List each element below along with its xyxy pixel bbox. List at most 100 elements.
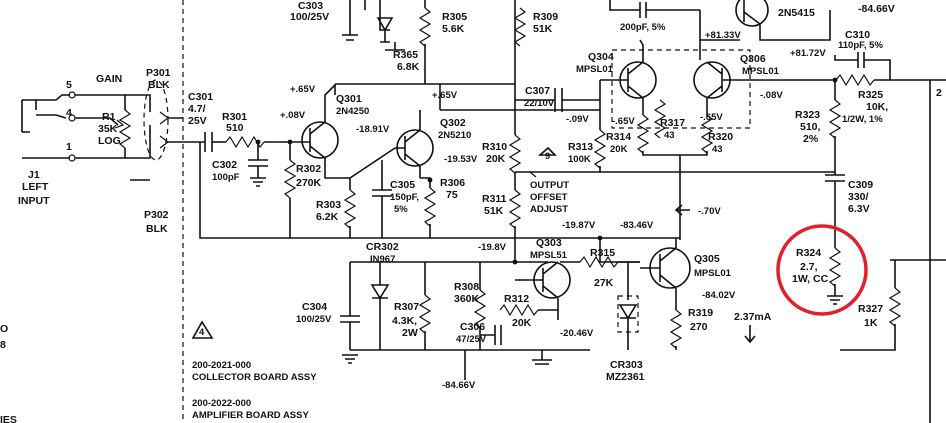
label-r308: R308: [454, 281, 479, 293]
label-r306: R306: [440, 177, 465, 189]
label-r312-val: 20K: [512, 317, 532, 329]
label-input: INPUT: [18, 195, 50, 207]
label-c304: C304: [302, 301, 327, 313]
label-c307: C307: [525, 85, 550, 97]
transistor-q302: [349, 110, 434, 179]
label-r315: R315: [590, 247, 615, 259]
capacitor-c310: [834, 52, 891, 80]
label-r305: R305: [442, 11, 467, 23]
label-c305: C305: [390, 179, 415, 191]
label-mpsl01-b: MPSL01: [742, 66, 780, 77]
label-r308-val: 360K: [454, 293, 480, 305]
label-q302: Q302: [440, 117, 466, 129]
voltage-arrow: [674, 204, 690, 216]
label-r365: R365: [393, 49, 418, 61]
resistor-r305: [418, 0, 432, 84]
label-r1: R1: [102, 111, 116, 123]
resistor-r317: [653, 99, 667, 139]
label-p302: P302: [144, 209, 169, 221]
resistor-r307: [418, 262, 432, 350]
label-r317-val: 43: [664, 130, 675, 141]
resistor-r314: [636, 98, 680, 156]
resistor-r312: [499, 303, 558, 317]
label-vm009: -.09V: [566, 114, 589, 125]
label-r327: R327: [858, 303, 883, 315]
label-blk-bot: BLK: [146, 223, 168, 235]
label-asm2-num: 200-2022-000: [192, 398, 251, 409]
label-vm065a: -.65V: [612, 116, 635, 127]
label-cr302: CR302: [366, 241, 399, 253]
label-left-ies: IES: [0, 414, 17, 423]
label-c303: C303: [298, 0, 323, 12]
label-r309-val: 51K: [533, 23, 553, 35]
capacitor-c302: [248, 139, 268, 187]
label-pin5: 5: [66, 79, 72, 91]
capacitor-c309: [825, 174, 845, 225]
ground-top-left: [342, 0, 358, 41]
resistor-r301: [225, 135, 310, 149]
label-c303-val: 100/25V: [290, 11, 329, 23]
label-vm1987: -19.87V: [562, 220, 596, 231]
cap-200pf: [609, 0, 700, 18]
transistor-q306: [693, 61, 750, 99]
label-r313-val: 100K: [568, 154, 591, 165]
node-1987: [597, 235, 603, 241]
resistor-r308: [473, 262, 487, 350]
label-pin1: 1: [66, 141, 72, 153]
label-r314-val: 20K: [610, 144, 628, 155]
label-r313: R313: [568, 141, 593, 153]
label-c310: C310: [845, 29, 870, 41]
resistor-r303: [343, 178, 357, 238]
label-r319: R319: [688, 307, 713, 319]
label-c310-val: 110pF, 5%: [838, 40, 883, 51]
label-r311: R311: [482, 193, 507, 205]
label-v008: +.08V: [280, 110, 306, 121]
label-r309: R309: [533, 11, 558, 23]
label-c301-val2: 25V: [188, 115, 207, 127]
label-cr302-pn: IN967: [370, 254, 395, 265]
zener-cr303: [617, 262, 639, 350]
label-r320-val: 43: [712, 144, 723, 155]
transistor-q301: [287, 84, 350, 179]
label-r301: R301: [222, 111, 247, 123]
label-vm198: -19.8V: [478, 242, 507, 253]
label-r324-val1: 2.7,: [800, 261, 818, 273]
label-r307-val2: 2W: [402, 327, 418, 339]
label-mpsl01-a: MPSL01: [576, 64, 614, 75]
transistor-q303: [515, 261, 571, 320]
label-c307-val: 22/10V: [524, 98, 555, 109]
capacitor-c306: [480, 325, 502, 345]
label-r320: R320: [708, 131, 733, 143]
label-tri4: 4: [199, 327, 205, 338]
label-cr303: CR303: [610, 359, 643, 371]
label-r302-val: 270K: [296, 177, 322, 189]
label-tri9: 9: [545, 151, 550, 162]
label-c302-val: 100pF: [212, 172, 240, 183]
label-r323: R323: [795, 109, 820, 121]
label-v1953: -19.53V: [444, 154, 478, 165]
label-r307: R307: [394, 301, 419, 313]
label-r311-val: 51K: [484, 205, 504, 217]
label-vm008: -.08V: [760, 90, 783, 101]
label-r319-val: 270: [690, 321, 708, 333]
label-r305-val: 5.6K: [442, 23, 465, 35]
resistor-r365: [385, 42, 405, 51]
label-pin4: 4: [66, 107, 72, 119]
connector-p301-p302: [125, 79, 183, 181]
label-r323-val2: 2%: [803, 133, 819, 145]
label-vm8346: -83.46V: [620, 220, 654, 231]
label-left-o: O: [0, 323, 8, 335]
label-r325: R325: [858, 89, 883, 101]
label-asm2-name: AMPLIFIER BOARD ASSY: [192, 410, 309, 421]
label-q304: Q304: [588, 51, 614, 63]
resistor-r324: [827, 225, 843, 305]
resistor-r310: [508, 100, 522, 174]
label-q301-pn: 2N4250: [336, 106, 369, 117]
label-v8133: +81.33V: [705, 30, 741, 41]
label-gain: GAIN: [96, 73, 122, 85]
node-198: [512, 259, 518, 265]
label-r365-val: 6.8K: [397, 61, 420, 73]
c303-leads: [364, 0, 390, 31]
